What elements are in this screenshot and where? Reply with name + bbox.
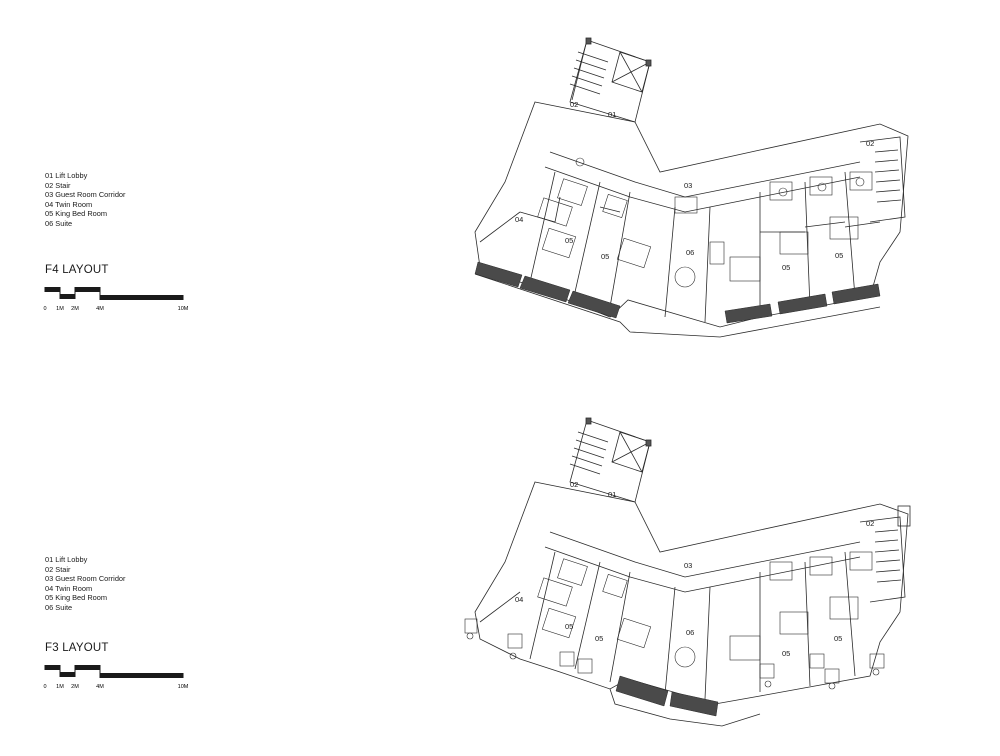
- room-tag: 05: [595, 634, 603, 643]
- floor-plan-f3: 01 02 02 03 04 05 05 06 05 05: [460, 414, 920, 734]
- room-tag: 05: [835, 251, 843, 260]
- room-tag: 05: [565, 622, 573, 631]
- room-tag: 06: [686, 628, 694, 637]
- legend-item: 02 Stair: [45, 180, 71, 190]
- layout-title-f4: F4 LAYOUT: [45, 264, 109, 276]
- legend-item: 01 Lift Lobby: [45, 555, 88, 564]
- legend-item: 04 Twin Room: [45, 583, 93, 593]
- legend-f4: 01 Lift Lobby 02 Stair 03 Guest Room Cor…: [45, 171, 126, 229]
- legend-item: 02 Stair: [45, 564, 71, 574]
- room-tag: 05: [782, 649, 790, 658]
- scale-label: 0: [43, 306, 46, 312]
- building-outline: [474, 481, 909, 705]
- room-tag: 03: [684, 181, 692, 190]
- scale-label: 2M: [71, 306, 79, 312]
- stair-right: [859, 136, 906, 223]
- scale-bar-f4: 0 1M 2M 4M 10M: [40, 284, 200, 314]
- legend-item: 03 Guest Room Corridor: [45, 574, 126, 584]
- legend-f3: 01 Lift Lobby 02 Stair 03 Guest Room Cor…: [45, 555, 126, 613]
- room-tag: 04: [515, 595, 523, 604]
- room-tag: 04: [515, 215, 523, 224]
- layout-title-f3: F3 LAYOUT: [45, 642, 109, 654]
- scale-bar-f3: 0 1M 2M 4M 10M: [40, 662, 200, 692]
- scale-label: 0: [43, 684, 46, 690]
- room-tag: 02: [570, 480, 578, 489]
- room-tag: 02: [570, 100, 578, 109]
- scale-label: 2M: [71, 684, 79, 690]
- scale-label: 10M: [178, 684, 189, 690]
- legend-item: 06 Suite: [45, 218, 73, 228]
- room-tag: 06: [686, 248, 694, 257]
- scale-label: 1M: [56, 306, 64, 312]
- legend-item: 05 King Bed Room: [45, 593, 108, 603]
- room-tag: 02: [866, 519, 874, 528]
- floor-plan-f4: 01 02 02 03 04 05 05 06 05 05: [460, 32, 920, 352]
- room-tag: 01: [608, 110, 616, 119]
- room-tag: 01: [608, 490, 616, 499]
- scale-label: 4M: [96, 684, 104, 690]
- room-tag: 05: [782, 263, 790, 272]
- legend-item: 04 Twin Room: [45, 199, 93, 209]
- scale-label: 1M: [56, 684, 64, 690]
- scale-label: 4M: [96, 306, 104, 312]
- room-tag: 05: [565, 236, 573, 245]
- legend-item: 06 Suite: [45, 602, 73, 612]
- room-tag: 03: [684, 561, 692, 570]
- legend-item: 01 Lift Lobby: [45, 171, 88, 180]
- room-tag: 05: [834, 634, 842, 643]
- legend-item: 03 Guest Room Corridor: [45, 190, 126, 200]
- stair-core: [569, 417, 652, 503]
- stair-right: [859, 505, 911, 603]
- room-tag: 02: [866, 139, 874, 148]
- scale-label: 10M: [178, 306, 189, 312]
- room-tag: 05: [601, 252, 609, 261]
- legend-item: 05 King Bed Room: [45, 209, 108, 219]
